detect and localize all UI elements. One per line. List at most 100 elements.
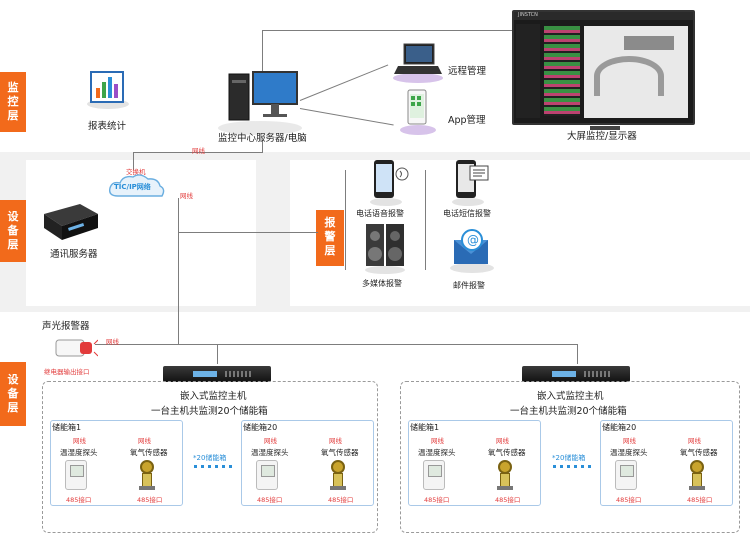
device-cable-label: 网线 bbox=[106, 338, 119, 346]
host-2-box-1-sensor-b: 氧气传感器 bbox=[488, 448, 526, 457]
host-1-between-label: *20储能箱 bbox=[193, 454, 227, 462]
host-1-box-20-cable-a: 网线 bbox=[264, 437, 277, 445]
tcpip-label: TIC/IP网络 bbox=[114, 183, 151, 191]
line-bus-left-down bbox=[217, 344, 218, 364]
host-1-rack bbox=[163, 366, 271, 382]
host-1-box-1-o2-sensor bbox=[137, 460, 157, 490]
line-cloud-down bbox=[178, 198, 179, 344]
screen-brand: JINSTCN bbox=[518, 12, 538, 18]
host-2-rack bbox=[522, 366, 630, 382]
phone-voice-label: 电话语音报警 bbox=[356, 209, 404, 218]
big-screen-label: 大屏监控/显示器 bbox=[567, 131, 637, 142]
host-2-box-20-cable-a: 网线 bbox=[623, 437, 636, 445]
host-1-box-1-sensor-a: 温湿度探头 bbox=[60, 448, 98, 457]
screen-floor-plan bbox=[584, 26, 688, 118]
host-1-box-20-port-a: 485接口 bbox=[257, 496, 283, 504]
host-1-box-1-port-b: 485接口 bbox=[137, 496, 163, 504]
app-mgmt-label: App管理 bbox=[448, 115, 486, 126]
host-2-box-20-sensor-a: 温湿度探头 bbox=[610, 448, 648, 457]
line-alarm-right-vert bbox=[425, 170, 426, 270]
host-1-box-1-name: 储能箱1 bbox=[52, 423, 82, 432]
line-to-alarm bbox=[178, 232, 318, 233]
host-1-box-1-port-a: 485接口 bbox=[66, 496, 92, 504]
host-2-box-20-sensor-b: 氧气传感器 bbox=[680, 448, 718, 457]
host-2-box-1-name: 储能箱1 bbox=[410, 423, 440, 432]
host-2-box-1-cable-b: 网线 bbox=[496, 437, 509, 445]
host-2-box-20-name: 储能箱20 bbox=[602, 423, 637, 432]
line-server-to-screen bbox=[262, 30, 512, 31]
alarm-panel bbox=[290, 160, 750, 306]
host-2-box-1-cable-a: 网线 bbox=[431, 437, 444, 445]
email-icon: @ bbox=[450, 229, 494, 273]
big-screen-monitor: JINSTCN bbox=[512, 10, 695, 125]
screen-sidebar bbox=[516, 24, 540, 118]
line-server-vertical-left bbox=[262, 30, 263, 80]
layer-tag-alarm: 报警层 bbox=[316, 210, 344, 266]
host-1-box-20-port-b: 485接口 bbox=[328, 496, 354, 504]
cable-label-2: 网线 bbox=[180, 192, 193, 200]
laptop-icon bbox=[393, 43, 443, 83]
host-1-box-1-temp-sensor bbox=[65, 460, 87, 490]
switch-label: 交换机 bbox=[126, 168, 146, 176]
host-1-box-20-temp-sensor bbox=[256, 460, 278, 490]
host-2-dots bbox=[553, 465, 593, 468]
line-alarm-left-vert bbox=[345, 170, 346, 270]
host-2-box-20-port-a: 485接口 bbox=[616, 496, 642, 504]
layer-tag-device-upper: 设备层 bbox=[0, 200, 26, 262]
line-bus-right-down bbox=[577, 344, 578, 364]
host-2-box-20-cable-b: 网线 bbox=[688, 437, 701, 445]
line-switch-down bbox=[133, 152, 134, 170]
host-2-box-1-sensor-a: 温湿度探头 bbox=[418, 448, 456, 457]
host-2-title: 嵌入式监控主机 bbox=[537, 391, 604, 402]
phone-app-icon bbox=[400, 89, 436, 135]
host-2-box-20-port-b: 485接口 bbox=[687, 496, 713, 504]
line-host-bus bbox=[178, 344, 578, 345]
host-1-box-20-o2-sensor bbox=[328, 460, 348, 490]
report-stats-label: 报表统计 bbox=[88, 121, 127, 132]
server-label: 监控中心服务器/电脑 bbox=[218, 133, 307, 144]
speaker-icon bbox=[365, 224, 405, 274]
relay-output-label: 继电器输出接口 bbox=[44, 368, 90, 376]
host-1-group bbox=[42, 381, 378, 533]
sound-light-alarm-label: 声光报警器 bbox=[42, 321, 90, 332]
sms-phone-icon bbox=[452, 160, 489, 206]
host-2-box-20-o2-sensor bbox=[687, 460, 707, 490]
report-chart-icon bbox=[87, 71, 129, 109]
line-to-switch bbox=[133, 152, 263, 153]
screen-device-grid bbox=[544, 26, 580, 116]
sound-light-alarm-icon bbox=[55, 339, 98, 357]
layer-tag-device-lower: 设备层 bbox=[0, 362, 26, 426]
svg-text:@: @ bbox=[467, 233, 479, 247]
host-2-between-label: *20储能箱 bbox=[552, 454, 586, 462]
host-1-box-20-name: 储能箱20 bbox=[243, 423, 278, 432]
host-1-subtitle: 一台主机共监测20个储能箱 bbox=[151, 406, 268, 417]
host-1-title: 嵌入式监控主机 bbox=[180, 391, 247, 402]
host-1-box-20-sensor-a: 温湿度探头 bbox=[251, 448, 289, 457]
host-2-group bbox=[400, 381, 740, 533]
email-label: 邮件报警 bbox=[453, 281, 485, 290]
line-to-alarm-device bbox=[95, 344, 179, 345]
phone-voice-icon bbox=[370, 160, 409, 206]
line-server-down bbox=[262, 140, 263, 152]
remote-mgmt-label: 远程管理 bbox=[448, 66, 487, 77]
host-2-box-1-port-b: 485接口 bbox=[495, 496, 521, 504]
host-2-subtitle: 一台主机共监测20个储能箱 bbox=[510, 406, 627, 417]
host-2-box-1-temp-sensor bbox=[423, 460, 445, 490]
layer-tag-monitor: 监控层 bbox=[0, 72, 26, 132]
host-1-dots bbox=[194, 465, 234, 468]
sms-label: 电话短信报警 bbox=[443, 209, 491, 218]
host-1-box-1-sensor-b: 氧气传感器 bbox=[130, 448, 168, 457]
server-computer-icon bbox=[218, 71, 302, 135]
host-1-box-20-sensor-b: 氧气传感器 bbox=[321, 448, 359, 457]
host-2-box-1-o2-sensor bbox=[495, 460, 515, 490]
comm-server-label: 通讯服务器 bbox=[50, 249, 98, 260]
multimedia-label: 多媒体报警 bbox=[362, 279, 402, 288]
host-1-box-1-cable-a: 网线 bbox=[73, 437, 86, 445]
host-1-box-20-cable-b: 网线 bbox=[329, 437, 342, 445]
host-2-box-1-port-a: 485接口 bbox=[424, 496, 450, 504]
cloud-network-icon bbox=[108, 174, 165, 197]
screen-topbar: JINSTCN bbox=[514, 12, 693, 20]
cable-label-1: 网线 bbox=[192, 147, 205, 155]
comm-server-icon bbox=[44, 204, 98, 240]
host-1-box-1-cable-b: 网线 bbox=[138, 437, 151, 445]
